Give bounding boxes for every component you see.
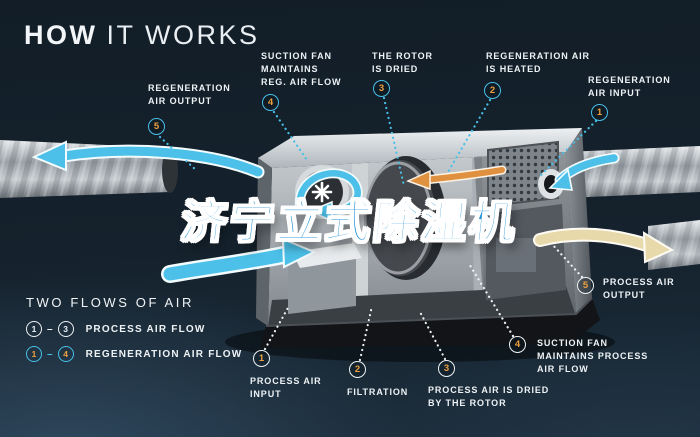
label-process-air-dried: PROCESS AIR IS DRIED BY THE ROTOR: [428, 385, 550, 409]
badge-5-process: 5: [577, 277, 594, 294]
badge-1-regeneration: 1: [591, 104, 608, 121]
badge-4-process: 4: [509, 336, 526, 353]
label-process-air-input: PROCESS AIR INPUT: [250, 376, 322, 400]
label-regeneration-air-heated: REGENERATION AIR IS HEATED: [486, 51, 590, 75]
legend-circle-process-to: 3: [57, 321, 74, 337]
label-suction-fan-process: SUCTION FAN MAINTAINS PROCESS AIR FLOW: [537, 338, 649, 375]
badge-3-regeneration: 3: [373, 80, 390, 97]
label-suction-fan-reg: SUCTION FAN MAINTAINS REG. AIR FLOW: [261, 51, 342, 88]
badge-3-process: 3: [438, 360, 455, 377]
cabinet-base: [260, 298, 600, 348]
legend-circle-regen-from: 1: [26, 346, 42, 362]
label-rotor-is-dried: THE ROTOR IS DRIED: [372, 51, 433, 75]
cabinet-top-face: [258, 128, 582, 168]
fan-swirl-arrow: [294, 168, 363, 223]
process-input-arrow: [161, 237, 317, 283]
heated-air-arrow: [406, 165, 507, 191]
legend-circle-process-from: 1: [26, 321, 42, 337]
leader-lines: [158, 96, 598, 362]
legend-dash-regen: –: [47, 348, 53, 360]
title-word-it-works: IT WORKS: [106, 20, 260, 50]
label-process-air-output: PROCESS AIR OUTPUT: [603, 277, 675, 301]
process-output-arrow: [533, 227, 675, 264]
title-word-how: HOW: [24, 20, 98, 50]
regen-output-arrow: [31, 140, 265, 179]
legend-circle-regen-to: 4: [57, 346, 74, 362]
dehumidifier-cabinet: [225, 128, 615, 362]
badge-5-regeneration: 5: [148, 118, 165, 135]
legend-two-flows-of-air: TWO FLOWS OF AIR 1 – 3 PROCESS AIR FLOW …: [26, 295, 242, 371]
badge-2-process: 2: [349, 361, 366, 378]
label-regeneration-air-input: REGENERATION AIR INPUT: [588, 75, 671, 99]
filter-block: [288, 243, 362, 314]
airflow-arrows: [31, 140, 675, 283]
badge-4-regeneration: 4: [262, 94, 279, 111]
page-title: HOW IT WORKS: [24, 20, 260, 51]
legend-label-regen: REGENERATION AIR FLOW: [85, 348, 243, 360]
chinese-watermark-text: 济宁立式除湿机: [178, 196, 521, 249]
legend-title: TWO FLOWS OF AIR: [26, 295, 194, 310]
right-lower-duct: [648, 220, 700, 270]
legend-row-process: 1 – 3 PROCESS AIR FLOW: [26, 321, 242, 337]
badge-2-regeneration: 2: [484, 82, 501, 99]
legend-label-process: PROCESS AIR FLOW: [85, 323, 206, 335]
regen-input-arrow: [548, 152, 620, 191]
label-filtration: FILTRATION: [347, 387, 409, 397]
legend-dash-process: –: [47, 323, 53, 335]
legend-row-regeneration: 1 – 4 REGENERATION AIR FLOW: [26, 346, 242, 362]
label-regeneration-air-output: REGENERATION AIR OUTPUT: [148, 83, 231, 107]
badge-1-process: 1: [253, 350, 270, 367]
